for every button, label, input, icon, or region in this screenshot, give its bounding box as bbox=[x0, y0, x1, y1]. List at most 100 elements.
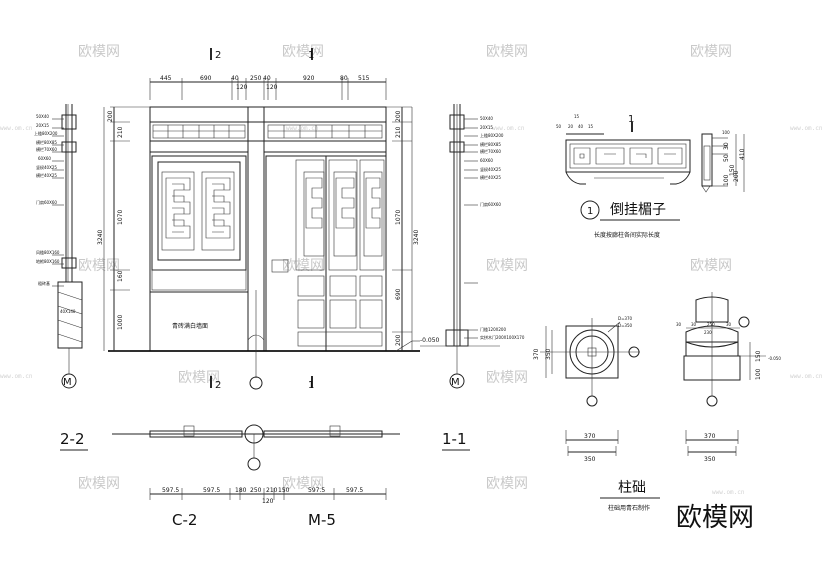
dim-label: 350 bbox=[584, 456, 596, 463]
dim-label: D=370 bbox=[618, 316, 633, 321]
dim-label: 40 bbox=[578, 124, 584, 129]
dim-label: 1070 bbox=[117, 210, 124, 225]
note: 20X15 bbox=[480, 125, 493, 130]
watermark: 欧模网 bbox=[78, 258, 120, 274]
dim-label: 120 bbox=[266, 84, 278, 91]
note: 竖棂40X25 bbox=[36, 164, 57, 170]
dim-label: 200 bbox=[107, 110, 114, 122]
dim-label: 120 bbox=[236, 84, 248, 91]
label-c2: C-2 bbox=[172, 511, 197, 529]
section-label-1-1: 1-1 bbox=[442, 430, 467, 448]
column-base-title: 柱础 bbox=[618, 480, 646, 496]
dim-label: 597.5 bbox=[203, 487, 220, 494]
dim-label: 250 bbox=[250, 75, 262, 82]
hanging-lintel-detail: 1 15 50 20 40 15 100 410 200 30 50 1 bbox=[556, 114, 746, 239]
dim-label: 160 bbox=[117, 270, 124, 282]
dim-label: 597.5 bbox=[346, 487, 363, 494]
dim-label: 150 bbox=[278, 487, 290, 494]
dim-label: 50 bbox=[556, 124, 562, 129]
mark: 1 bbox=[628, 114, 634, 125]
front-elevation: 2 1 445 690 40 120 250 40 120 920 80 515 bbox=[97, 48, 440, 391]
note: 横栏40X25 bbox=[36, 172, 57, 178]
section-label-2-2: 2-2 bbox=[60, 430, 85, 448]
dim-label: 180 bbox=[235, 487, 247, 494]
callout-number: 1 bbox=[587, 206, 593, 217]
note: 门扇60X60 bbox=[36, 199, 57, 205]
axis-label: M bbox=[451, 377, 460, 388]
watermark-url: www.om.cn bbox=[492, 125, 525, 132]
dim-label: 920 bbox=[303, 75, 315, 82]
note: 门槛120X200 bbox=[480, 326, 506, 332]
dim-label: 370 bbox=[533, 348, 540, 360]
dim-label: 50 bbox=[723, 154, 730, 162]
dim-label: 350 bbox=[704, 456, 716, 463]
cut-mark-1: 1 bbox=[308, 50, 314, 61]
dim-label: 30 bbox=[676, 322, 682, 327]
dim-label: 30 bbox=[691, 322, 697, 327]
plan-view: 597.5 597.5 180 250 210 150 597.5 597.5 … bbox=[112, 424, 400, 505]
lintel-note: 长度按廊柱各间实际长度 bbox=[594, 231, 660, 239]
note: 风槛80X160 bbox=[36, 249, 60, 255]
dim-label: 1070 bbox=[395, 210, 402, 225]
watermark-url: www.om.cn bbox=[790, 125, 823, 132]
dim-label: 30 bbox=[723, 142, 730, 150]
dim-label: 1000 bbox=[117, 315, 124, 330]
note: 60X60 bbox=[38, 156, 51, 161]
watermark: 欧模网 bbox=[178, 370, 220, 386]
dim-label: 515 bbox=[358, 75, 370, 82]
dim-label: 20 bbox=[568, 124, 574, 129]
level-mark: -0.050 bbox=[420, 337, 440, 344]
dim-label: 210 bbox=[266, 487, 278, 494]
dim-label: 210 bbox=[395, 126, 402, 138]
dim-label: 40 bbox=[231, 75, 239, 82]
note: 竖棂40X25 bbox=[480, 166, 501, 172]
watermark: 欧模网 bbox=[486, 258, 528, 274]
column-base-detail: D=370 D=350 370 350 370 350 30 30 250 30… bbox=[533, 292, 781, 512]
dim-label: 597.5 bbox=[308, 487, 325, 494]
watermark: 欧模网 bbox=[78, 44, 120, 60]
dim-label: 250 bbox=[707, 322, 715, 327]
watermark-url: www.om.cn bbox=[286, 125, 319, 132]
level-mark: -0.050 bbox=[768, 356, 781, 361]
dim-label: 690 bbox=[200, 75, 212, 82]
dim-label: 3240 bbox=[97, 230, 104, 245]
dim-label: 30 bbox=[726, 322, 732, 327]
note: 上槛80X200 bbox=[480, 132, 504, 138]
dim-label: 120 bbox=[262, 498, 274, 505]
dim-label: 80 bbox=[340, 75, 348, 82]
cut-mark-2: 2 bbox=[215, 380, 221, 391]
dim-label: 230 bbox=[704, 330, 712, 335]
dim-label: 370 bbox=[584, 433, 596, 440]
axis-label: M bbox=[63, 377, 72, 388]
section-1-1-detail: 50X40 20X15 上槛80X200 横栏80X85 横栏70X60 60X… bbox=[420, 104, 525, 389]
watermark-url: www.om.cn bbox=[0, 373, 33, 380]
watermark: 欧模网 bbox=[690, 258, 732, 274]
column-base-note: 柱础用青石制作 bbox=[608, 504, 650, 512]
note: 地栿80X160 bbox=[36, 258, 60, 264]
cut-mark-2: 2 bbox=[215, 50, 221, 61]
dim-label: 15 bbox=[588, 124, 594, 129]
dim-label: 250 bbox=[250, 487, 262, 494]
watermarks: 欧模网 欧模网 欧模网 欧模网 欧模网 欧模网 欧模网 欧模网 欧模网 欧模网 … bbox=[0, 44, 823, 496]
note: 粗砖基 bbox=[38, 280, 50, 286]
dim-label: 100 bbox=[723, 174, 730, 186]
note: 横栏80X85 bbox=[480, 141, 501, 147]
watermark: 欧模网 bbox=[486, 44, 528, 60]
dim-label: 597.5 bbox=[162, 487, 179, 494]
note: 50X40 bbox=[480, 116, 493, 121]
watermark: 欧模网 bbox=[690, 44, 732, 60]
dim-label: 150 bbox=[729, 164, 736, 176]
watermark-url: www.om.cn bbox=[712, 489, 745, 496]
note: 20X15 bbox=[36, 123, 49, 128]
note: 横栏70X60 bbox=[36, 146, 57, 152]
note: 40X140 bbox=[60, 309, 76, 314]
watermark: 欧模网 bbox=[486, 476, 528, 492]
dim-label: 15 bbox=[574, 114, 580, 119]
dim-label: 40 bbox=[263, 75, 271, 82]
label-m5: M-5 bbox=[308, 511, 336, 529]
cut-mark-1: 1 bbox=[308, 380, 314, 391]
watermark-url: www.om.cn bbox=[790, 373, 823, 380]
dim-label: 3240 bbox=[413, 230, 420, 245]
section-labels: 2-2 1-1 C-2 M-5 bbox=[60, 430, 470, 529]
dim-label: 690 bbox=[395, 288, 402, 300]
